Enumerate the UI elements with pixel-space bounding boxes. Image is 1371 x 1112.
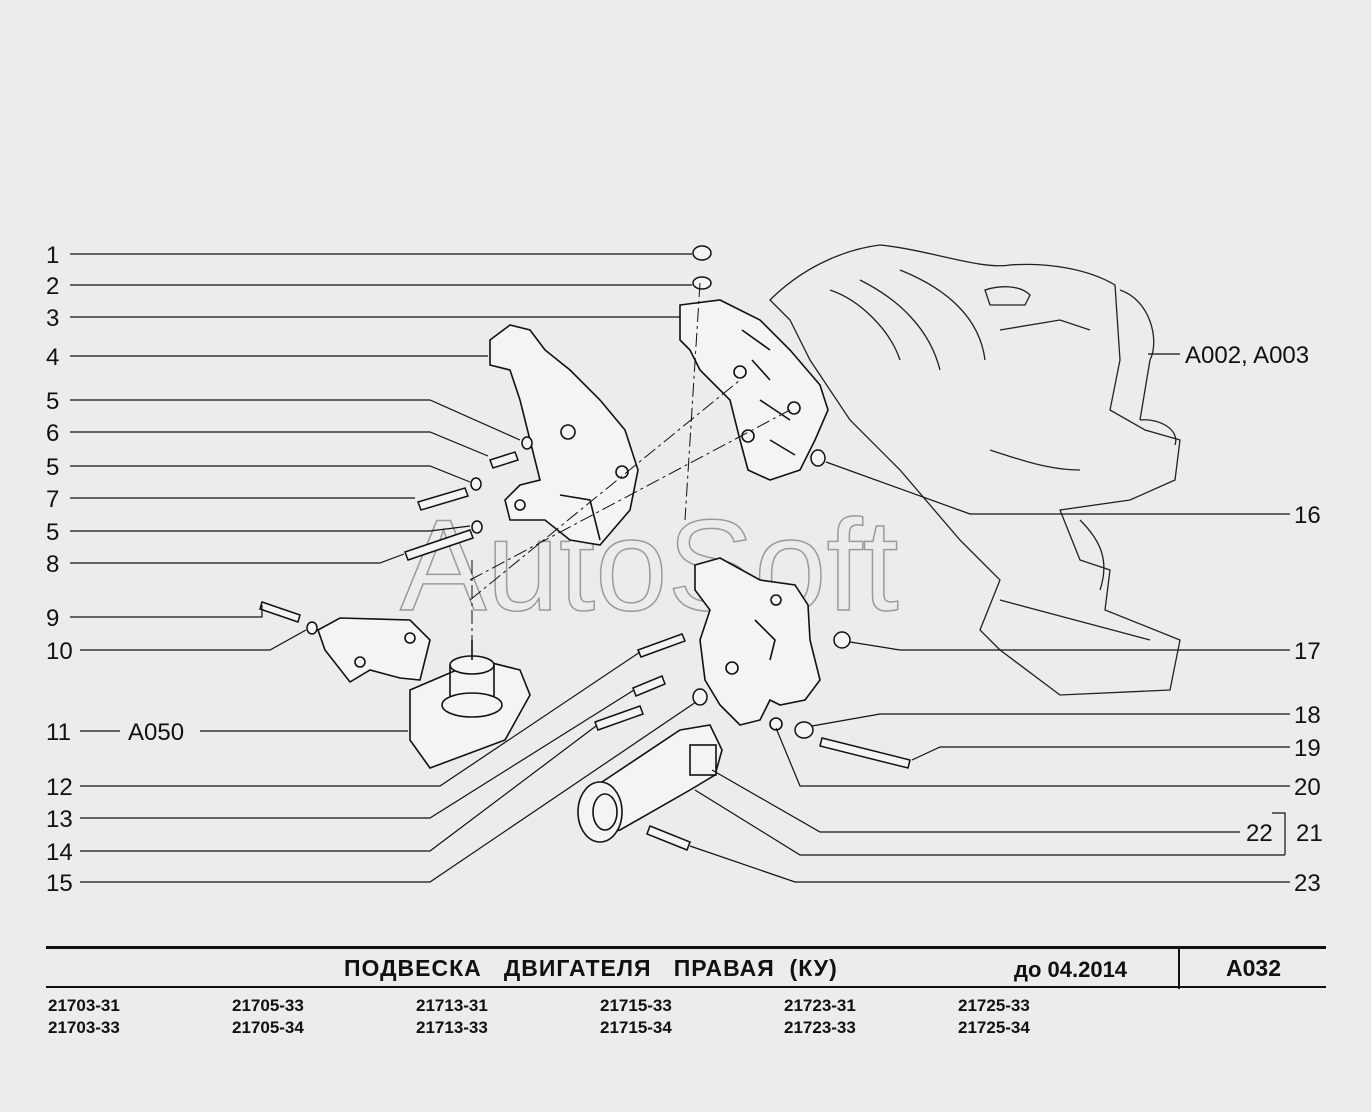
title-bar: ПОДВЕСКА ДВИГАТЕЛЯ ПРАВАЯ (КУ) до 04.201… <box>46 946 1326 989</box>
model-code: 21723-33 <box>784 1018 856 1037</box>
callout-23: 23 <box>1294 870 1321 897</box>
ref-mount: A050 <box>128 719 184 746</box>
callout-7: 7 <box>46 486 59 513</box>
callout-14: 14 <box>46 839 73 866</box>
model-code: 21705-33 <box>232 996 304 1015</box>
callout-11: 11 <box>46 719 71 746</box>
callout-19: 19 <box>1294 735 1321 762</box>
engine-block-drawing <box>769 244 1181 696</box>
ref-engine: A002, A003 <box>1185 342 1309 369</box>
model-code: 21725-33 <box>958 996 1030 1015</box>
model-code: 21713-31 <box>416 996 488 1015</box>
watermark: AutoSoft <box>400 492 899 638</box>
callout-10: 10 <box>46 638 73 665</box>
bracket-4-drawing <box>489 324 639 546</box>
callout-5a: 5 <box>46 388 59 415</box>
callout-9: 9 <box>46 605 59 632</box>
page-title: ПОДВЕСКА ДВИГАТЕЛЯ ПРАВАЯ (КУ) <box>344 955 838 981</box>
callout-6: 6 <box>46 420 59 447</box>
assembly-axis-lines <box>469 282 791 640</box>
parts-diagram: AutoSoft <box>46 242 1323 897</box>
callout-12: 12 <box>46 774 73 801</box>
callout-8: 8 <box>46 551 59 578</box>
torque-link-drawing <box>577 724 723 843</box>
callout-18: 18 <box>1294 702 1321 729</box>
callout-16: 16 <box>1294 502 1321 529</box>
callout-22: 22 <box>1246 820 1273 847</box>
bracket-3-drawing <box>679 299 829 481</box>
callout-5c: 5 <box>46 519 59 546</box>
callout-2: 2 <box>46 273 59 300</box>
callout-3: 3 <box>46 305 59 332</box>
callout-21: 21 <box>1296 820 1323 847</box>
leader-lines-left <box>70 253 697 883</box>
model-code: 21725-34 <box>958 1018 1030 1037</box>
model-code: 21705-34 <box>232 1018 304 1037</box>
callout-15: 15 <box>46 870 73 897</box>
engine-mount-11-drawing <box>409 640 531 769</box>
callouts-left: 1 2 3 4 5 6 5 7 5 8 9 10 11 12 13 14 15 <box>46 242 73 897</box>
title-divider <box>1178 949 1180 989</box>
callout-5b: 5 <box>46 454 59 481</box>
bracket-lower-drawing <box>694 557 821 731</box>
fasteners-drawing <box>259 245 911 851</box>
callout-13: 13 <box>46 806 73 833</box>
model-code: 21723-31 <box>784 996 856 1015</box>
callout-4: 4 <box>46 344 59 371</box>
model-code: 21703-31 <box>48 996 120 1015</box>
callouts-right: 16 17 18 19 20 22 21 23 <box>1246 502 1323 897</box>
callout-20: 20 <box>1294 774 1321 801</box>
callout-17: 17 <box>1294 638 1321 665</box>
bracket-10-drawing <box>317 617 431 684</box>
section-code: A032 <box>1226 955 1281 981</box>
date-range: до 04.2014 <box>1014 957 1128 982</box>
callout-1: 1 <box>46 242 59 269</box>
model-code: 21703-33 <box>48 1018 120 1037</box>
model-code: 21715-33 <box>600 996 672 1015</box>
model-code: 21715-34 <box>600 1018 672 1037</box>
model-code: 21713-33 <box>416 1018 488 1037</box>
leader-lines-right <box>689 353 1290 883</box>
